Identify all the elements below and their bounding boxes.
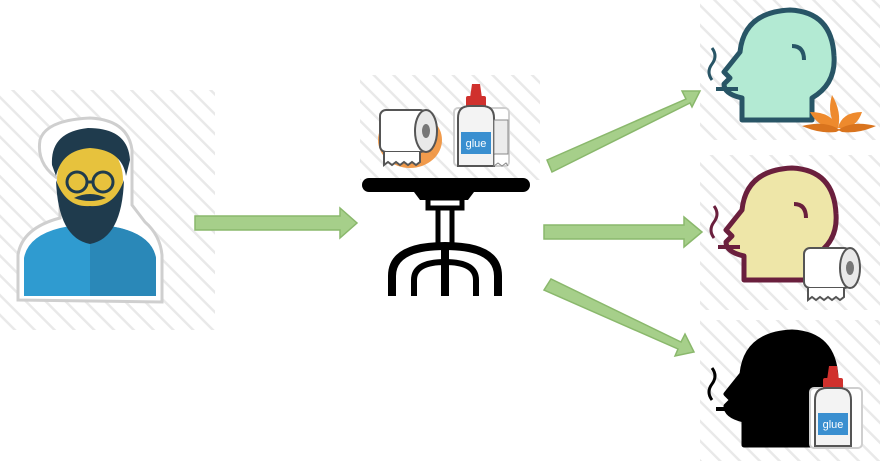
smoking-head-icon (707, 7, 837, 123)
arrow-table-to-green-head (546, 90, 702, 174)
leaf-icon (802, 95, 876, 133)
glue-label: glue (823, 419, 844, 431)
arrow-man-to-table (194, 206, 359, 240)
glue-bottle-icon: glue (453, 84, 510, 167)
toilet-paper-icon (378, 109, 442, 168)
arrow-table-to-yellow-head (543, 215, 704, 249)
toilet-paper-icon (803, 247, 861, 302)
table-icon (362, 178, 530, 296)
glue-label: glue (466, 138, 487, 150)
glue-bottle-icon: glue (809, 366, 863, 449)
man-with-beard-icon (16, 116, 164, 304)
arrow-table-to-black-head (542, 278, 696, 358)
